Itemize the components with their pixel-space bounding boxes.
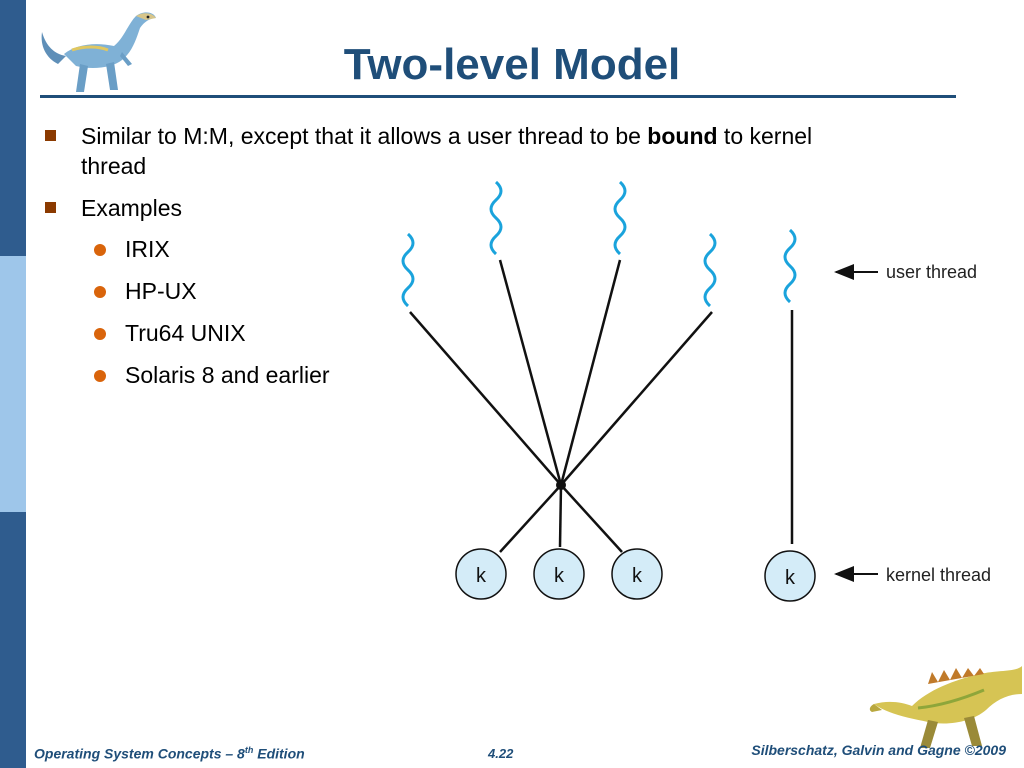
bullet-square-icon xyxy=(45,130,56,141)
kernel-link-line xyxy=(499,484,562,553)
kernel-node-label: k xyxy=(785,567,796,589)
sidebar-band-middle xyxy=(0,256,26,512)
footer-authors: Silberschatz, Galvin and Gagne ©2009 xyxy=(751,742,1006,758)
bullet-circle-icon xyxy=(94,286,106,298)
user-thread-wave-icon xyxy=(703,232,717,308)
user-thread-wave-icon xyxy=(783,228,797,304)
example-item: Tru64 UNIX xyxy=(125,320,246,346)
sidebar-band-bottom xyxy=(0,512,26,768)
bullet-circle-icon xyxy=(94,244,106,256)
bullet-square-icon xyxy=(45,202,56,213)
example-item: IRIX xyxy=(125,236,170,262)
footer-slide-number: 4.22 xyxy=(488,746,514,761)
kernel-link-line xyxy=(558,484,563,548)
user-thread-label: user thread xyxy=(886,262,977,282)
bullet-text-similar: Similar to M:M, except that it allows a … xyxy=(81,123,813,149)
dinosaur-logo-top xyxy=(41,12,156,92)
user-thread-wave-icon xyxy=(489,180,503,256)
kernel-thread-node xyxy=(764,550,816,602)
bullet-text-examples: Examples xyxy=(81,195,182,221)
kernel-thread-node xyxy=(455,548,507,600)
thread-link-line xyxy=(498,259,563,486)
example-item: HP-UX xyxy=(125,278,197,304)
kernel-node-label: k xyxy=(476,565,487,587)
footer-book-title: Operating System Concepts – 8th Edition xyxy=(34,745,305,762)
bullet-circle-icon xyxy=(94,328,106,340)
bullet-text-similar-line2: thread xyxy=(81,153,147,179)
bullet-circle-icon xyxy=(94,370,106,382)
sidebar-band-top xyxy=(0,0,26,256)
thread-link-line xyxy=(559,259,622,486)
kernel-thread-node xyxy=(611,548,663,600)
user-thread-wave-icon xyxy=(613,180,627,256)
two-level-model-diagram: k k k k user thread kernel thread xyxy=(401,180,991,602)
kernel-link-line xyxy=(560,484,623,553)
title-underline xyxy=(40,95,956,98)
kernel-node-label: k xyxy=(632,565,643,587)
example-item: Solaris 8 and earlier xyxy=(125,362,330,388)
kernel-node-label: k xyxy=(554,565,565,587)
multiplex-point xyxy=(556,480,566,490)
dinosaur-logo-bottom xyxy=(869,666,1022,748)
slide-title: Two-level Model xyxy=(343,40,681,89)
kernel-thread-node xyxy=(533,548,585,600)
thread-link-line xyxy=(409,311,562,486)
user-thread-wave-icon xyxy=(401,232,415,308)
kernel-thread-label: kernel thread xyxy=(886,565,991,585)
thread-link-line xyxy=(560,311,713,486)
